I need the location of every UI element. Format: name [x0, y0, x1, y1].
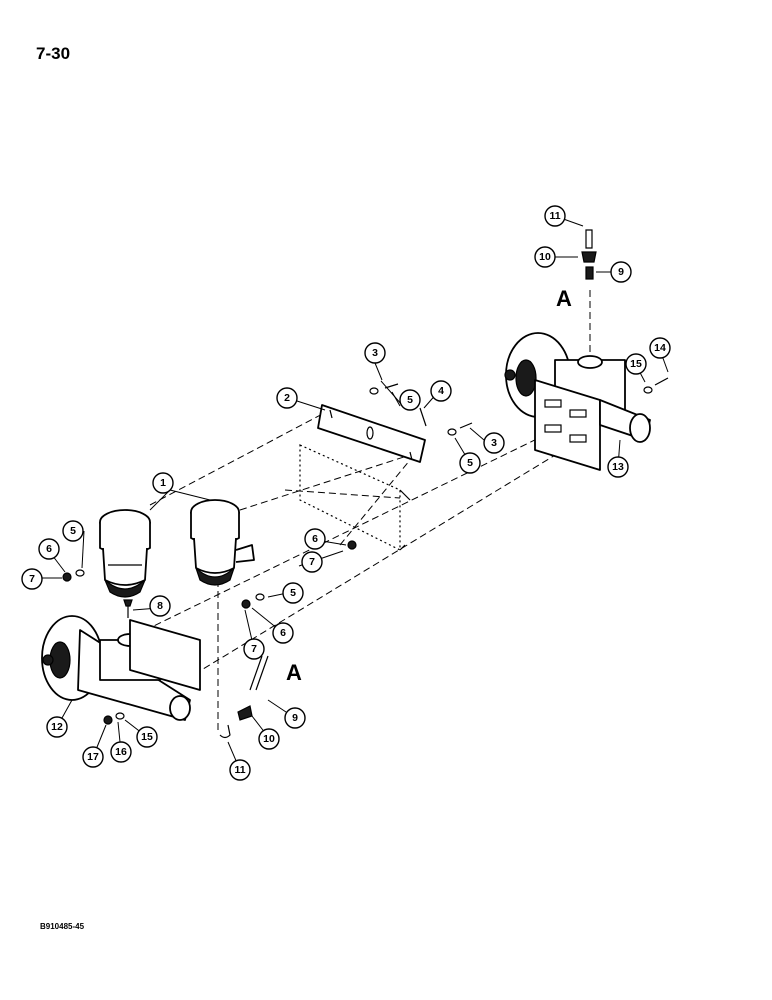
callout: 10 — [534, 246, 556, 268]
svg-text:6: 6 — [46, 543, 52, 555]
master-cylinder-left — [41, 615, 201, 721]
page-number: 7-30 — [36, 44, 71, 63]
svg-text:7: 7 — [309, 556, 315, 568]
svg-text:6: 6 — [280, 627, 286, 639]
svg-text:13: 13 — [612, 461, 624, 473]
callout: 5 — [62, 520, 84, 542]
callout: 5 — [399, 389, 421, 411]
callout: 5 — [459, 452, 481, 474]
svg-text:12: 12 — [51, 721, 63, 733]
svg-text:16: 16 — [115, 746, 127, 758]
callout: 9 — [284, 707, 306, 729]
callout: 17 — [82, 746, 104, 768]
svg-text:3: 3 — [372, 347, 378, 359]
callout: 6 — [272, 622, 294, 644]
callout: 3 — [483, 432, 505, 454]
svg-text:10: 10 — [539, 251, 551, 263]
callout: 1 — [152, 472, 174, 494]
svg-text:1: 1 — [160, 477, 166, 489]
reference-letter-a-bottom: A — [286, 660, 302, 685]
svg-text:6: 6 — [312, 533, 318, 545]
svg-text:15: 15 — [630, 358, 642, 370]
svg-text:10: 10 — [263, 733, 275, 745]
callout: 15 — [625, 353, 647, 375]
callout: 12 — [46, 716, 68, 738]
callout: 14 — [649, 337, 671, 359]
callout: 7 — [21, 568, 43, 590]
callout: 6 — [304, 528, 326, 550]
callout: 7 — [243, 638, 265, 660]
svg-text:9: 9 — [618, 266, 624, 278]
svg-text:7: 7 — [29, 573, 35, 585]
callout: 11 — [229, 759, 251, 781]
figure-code: B910485-45 — [40, 922, 85, 931]
callout: 2 — [276, 387, 298, 409]
callout: 10 — [258, 728, 280, 750]
callout: 5 — [282, 582, 304, 604]
callout: 7 — [301, 551, 323, 573]
callout: 9 — [610, 261, 632, 283]
svg-text:7: 7 — [251, 643, 257, 655]
svg-text:5: 5 — [407, 394, 413, 406]
svg-text:5: 5 — [290, 587, 296, 599]
mounting-plate — [299, 404, 426, 551]
svg-text:14: 14 — [654, 342, 666, 354]
reference-letter-a-top: A — [556, 286, 572, 311]
reservoir-left — [99, 509, 151, 598]
callout: 16 — [110, 741, 132, 763]
callout: 3 — [364, 342, 386, 364]
svg-text:17: 17 — [87, 751, 99, 763]
callout: 15 — [136, 726, 158, 748]
svg-text:8: 8 — [157, 600, 163, 612]
svg-text:4: 4 — [438, 385, 444, 397]
callout: 13 — [607, 456, 629, 478]
svg-text:5: 5 — [70, 525, 76, 537]
svg-text:5: 5 — [467, 457, 473, 469]
svg-text:2: 2 — [284, 392, 290, 404]
svg-text:9: 9 — [292, 712, 298, 724]
svg-text:3: 3 — [491, 437, 497, 449]
callout: 6 — [38, 538, 60, 560]
callout: 8 — [149, 595, 171, 617]
svg-text:15: 15 — [141, 731, 153, 743]
svg-text:11: 11 — [549, 210, 560, 222]
callout: 11 — [544, 205, 566, 227]
callout: 4 — [430, 380, 452, 402]
svg-text:11: 11 — [234, 764, 245, 776]
hardware — [62, 229, 669, 739]
master-cylinder-right — [504, 332, 651, 471]
reservoir-right — [190, 499, 255, 586]
